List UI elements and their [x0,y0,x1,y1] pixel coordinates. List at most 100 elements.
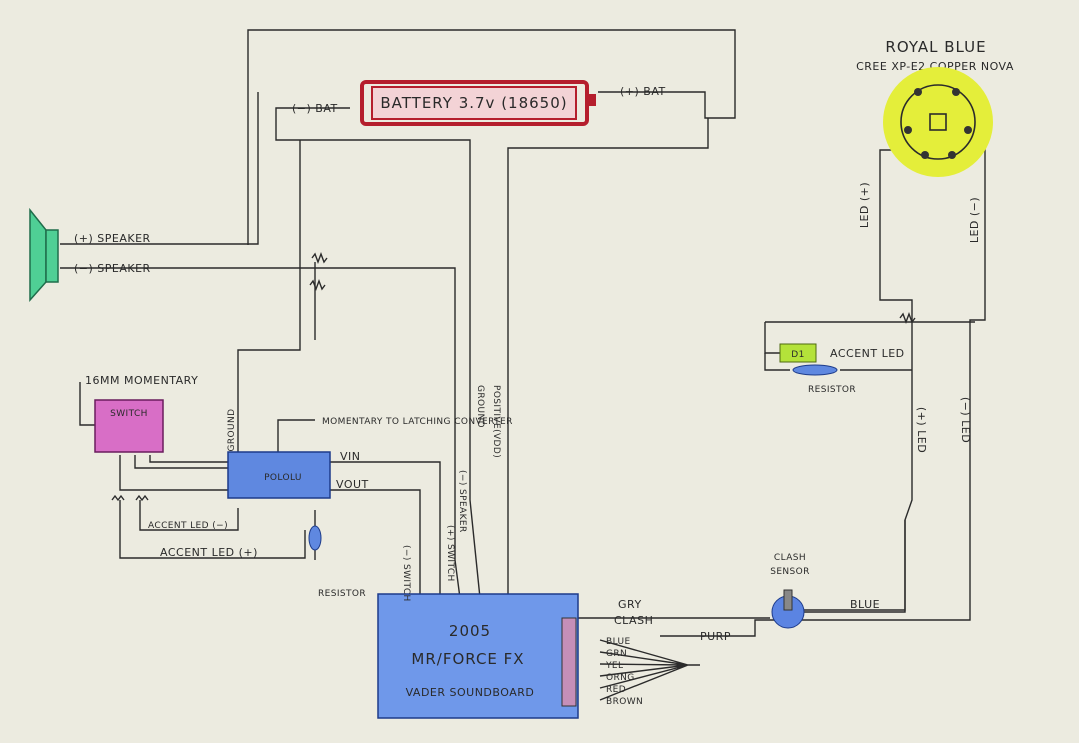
pololu-ground: GROUND [227,409,237,452]
switch-title: 16MM MOMENTARY [85,374,198,387]
resistor-top [311,252,328,264]
wire-label-orng: ORNG [606,673,635,683]
led-pos-label: LED (+) [858,182,871,228]
led-bus-neg-label: (−) LED [959,397,972,443]
soundboard-body [377,593,579,719]
wire-pololu-vin [330,461,441,598]
soundboard-line3: VADER SOUNDBOARD [406,686,535,699]
speaker-neg-label: (−) SPEAKER [74,262,151,275]
led-pad-1 [914,88,922,96]
speaker: (+) SPEAKER (−) SPEAKER [29,207,151,302]
wire-label-gry: GRY [618,598,642,611]
board-switch-pos-label: (+) SWITCH [445,525,455,582]
led-neg-label: LED (−) [968,197,981,243]
led-pad-2 [952,88,960,96]
pololu-label: POLOLU [264,473,302,483]
pololu-board: POLOLU VIN VOUT GROUND MOMENTARY TO LATC… [227,409,513,499]
resistor-led [899,312,916,324]
clash-sensor: CLASH SENSOR BLUE [770,553,880,629]
pololu-vout: VOUT [336,478,369,491]
wire-speaker-pos [60,92,259,245]
led-disc [883,67,993,177]
switch-body [94,399,164,453]
wire-label-blue: BLUE [606,637,631,647]
speaker-cone [29,207,47,302]
led-pad-5 [921,151,929,159]
switch-leg-sym-a [111,494,125,502]
wire-clash-blue [800,520,906,613]
wire-switch-title-arrow [79,382,96,426]
clash-title-1: CLASH [774,553,806,563]
led-pad-3 [904,126,912,134]
soundboard-connector [561,617,577,707]
accent-led-tag: D1 [791,350,804,360]
wire-label-yel: YEL [605,661,623,671]
wire-accent-led-loop [764,322,780,354]
wire-fan [599,639,700,701]
accent-led: D1 ACCENT LED RESISTOR [779,343,905,395]
wire-label-purp: PURP [700,630,731,643]
led-pad-6 [948,151,956,159]
wire-led-neg [660,140,986,637]
battery-body [371,86,577,120]
battery-label: BATTERY 3.7v (18650) [380,94,567,112]
wire-accent-pos [119,500,306,559]
accent-resistor-body [308,525,322,551]
board-positive-label: POSITIVE(VDD) [491,385,501,458]
accent-led-pos-label: ACCENT LED (+) [160,546,258,559]
main-led: ROYAL BLUE CREE XP-E2 COPPER NOVA LED (+… [856,38,1013,243]
battery-pos-label: (+) BAT [620,85,666,98]
switch-label: SWITCH [110,409,148,419]
wires [60,29,986,701]
battery: BATTERY 3.7v (18650) (−) BAT (+) BAT [292,80,666,126]
pololu-vin: VIN [340,450,361,463]
wire-bat-neg [275,107,481,599]
soundboard-line2: MR/FORCE FX [411,650,524,668]
board-switch-neg-label: (−) SWITCH [401,545,411,602]
board-neg-speaker-label: (−) SPEAKER [457,470,467,533]
wire-accent-led-res [764,353,790,371]
led-pad-4 [964,126,972,134]
resistor-mid [309,279,326,291]
wire-switch-c [149,455,228,463]
wire-accent-neg [139,500,239,531]
clash-sensor-spring [783,589,793,611]
wire-label-brown: BROWN [606,697,643,707]
wire-label-clash: CLASH [614,614,653,627]
wire-label-red: RED [606,685,626,695]
accent-led-resistor-label: RESISTOR [808,385,856,395]
wire-switch-b [134,455,228,469]
speaker-pos-label: (+) SPEAKER [74,232,151,245]
accent-led-neg-label: ACCENT LED (−) [148,521,228,531]
led-die [929,113,947,131]
clash-title-2: SENSOR [770,567,810,577]
converter-note: MOMENTARY TO LATCHING CONVERTER [322,417,513,427]
soundboard: 2005 MR/FORCE FX VADER SOUNDBOARD (−) SP… [377,385,731,719]
wire-pololu-vout [330,489,421,598]
wire-label-grn: GRN [606,649,627,659]
accent-led-label: ACCENT LED [830,347,905,360]
speaker-magnet [45,229,59,283]
battery-neg-label: (−) BAT [292,102,338,115]
led-ring [900,84,976,160]
wire-speaker-neg [60,267,461,599]
led-bus-pos-label: (+) LED [915,407,928,453]
wire-led-pos [800,149,913,611]
board-ground-label: GROUND [475,385,485,428]
switch-leg-sym-b [135,494,149,502]
wire-switch-a [119,455,228,491]
wire-bat-neg-drop [237,140,301,460]
accent-led-resistor-body [792,364,838,376]
clash-blue-label: BLUE [850,598,880,611]
pololu-body [227,451,331,499]
momentary-switch: 16MM MOMENTARY SWITCH [85,374,198,453]
accent-resistor-label: RESISTOR [318,589,366,599]
wire-converter-arrow [277,419,315,452]
led-title-1: ROYAL BLUE [885,38,986,56]
soundboard-line1: 2005 [449,622,491,640]
wire-bat-pos-to-board [507,118,709,598]
battery-terminal [586,94,596,106]
accent-led-body [779,343,817,363]
